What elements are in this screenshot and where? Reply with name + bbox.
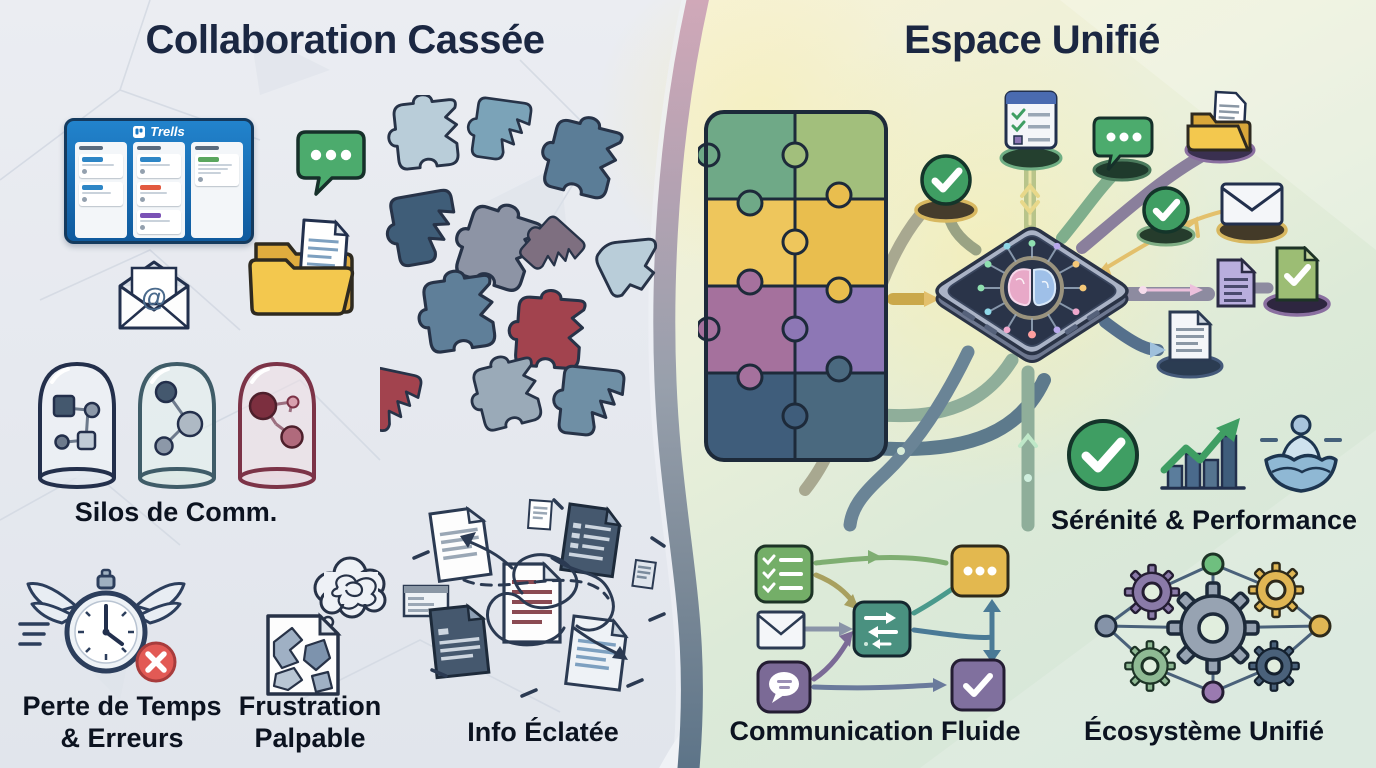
chat-bubble-small-icon [1092,116,1154,182]
document-icon [428,505,493,584]
info-tangle-icon [402,498,666,698]
white-document-icon [1156,310,1224,379]
document-icon [631,558,657,590]
broken-puzzle-piece [533,106,627,203]
perte-label: Perte de Temps& Erreurs [22,691,222,753]
broken-puzzle-piece [411,264,501,356]
envelope-icon [1216,182,1288,244]
checklist-square-icon [754,544,814,604]
left-title: Collaboration Cassée [145,18,545,62]
check-circle-icon [1136,186,1196,247]
info-label: Info Éclatée [467,717,619,747]
growth-chart-icon [1160,418,1246,490]
approved-document-icon [1263,246,1331,317]
chat-bubble-icon [296,130,366,196]
at-symbol: @ [141,282,166,312]
broken-puzzle-piece [548,363,627,440]
document-icon [559,502,623,579]
email-at-icon: @ [118,260,190,330]
broken-puzzle-piece [462,95,534,165]
frustration-icon [266,556,387,696]
ecosystem-gears-icon [1094,552,1332,704]
board-column [191,142,243,238]
communication-label: Communication Fluide [729,716,1021,746]
zen-balance-icon [1260,414,1342,493]
check-circle-icon [914,154,978,223]
folder-small-icon [1184,90,1256,164]
connection-pipes [799,150,1274,532]
ecosysteme-label: Écosystème Unifié [1083,716,1325,746]
sync-square-icon [852,600,912,658]
broken-puzzle-piece [505,286,588,371]
bell-jar-icon [238,361,316,489]
checklist-card-icon [999,90,1063,171]
broken-puzzle-piece [383,95,464,173]
bell-jar-icon [38,361,116,489]
document-icon [526,498,554,531]
board-column [75,142,127,238]
trello-logo-icon [133,125,146,138]
broken-puzzle-piece [380,187,464,270]
tangle-lines [462,540,620,656]
envelope-square-icon [756,610,806,650]
success-check-icon [1067,419,1139,491]
divider-curve [653,0,709,768]
purple-document-icon [1216,256,1258,308]
trello-board: Trells [64,118,254,244]
serenite-label: Sérénité & Performance [1050,505,1358,535]
board-column [133,142,185,238]
broken-puzzle-cluster [380,95,666,440]
board-logo-text: Trells [150,124,185,139]
document-icon [428,603,491,680]
silos-icon [38,361,316,489]
silos-label: Silos de Comm. [74,497,278,527]
board-columns [67,142,251,238]
ellipsis-square-icon [950,544,1010,598]
right-title: Espace Unifié [904,18,1160,62]
unified-puzzle [698,110,888,462]
flying-stopwatch-icon [18,568,186,683]
bell-jar-icon [138,361,216,489]
check-square-icon [950,658,1006,712]
ai-chip-icon [935,226,1129,363]
broken-puzzle-piece [592,232,666,301]
chat-square-icon [756,660,812,714]
broken-puzzle-piece [380,363,424,439]
folder-document-icon [248,218,355,316]
